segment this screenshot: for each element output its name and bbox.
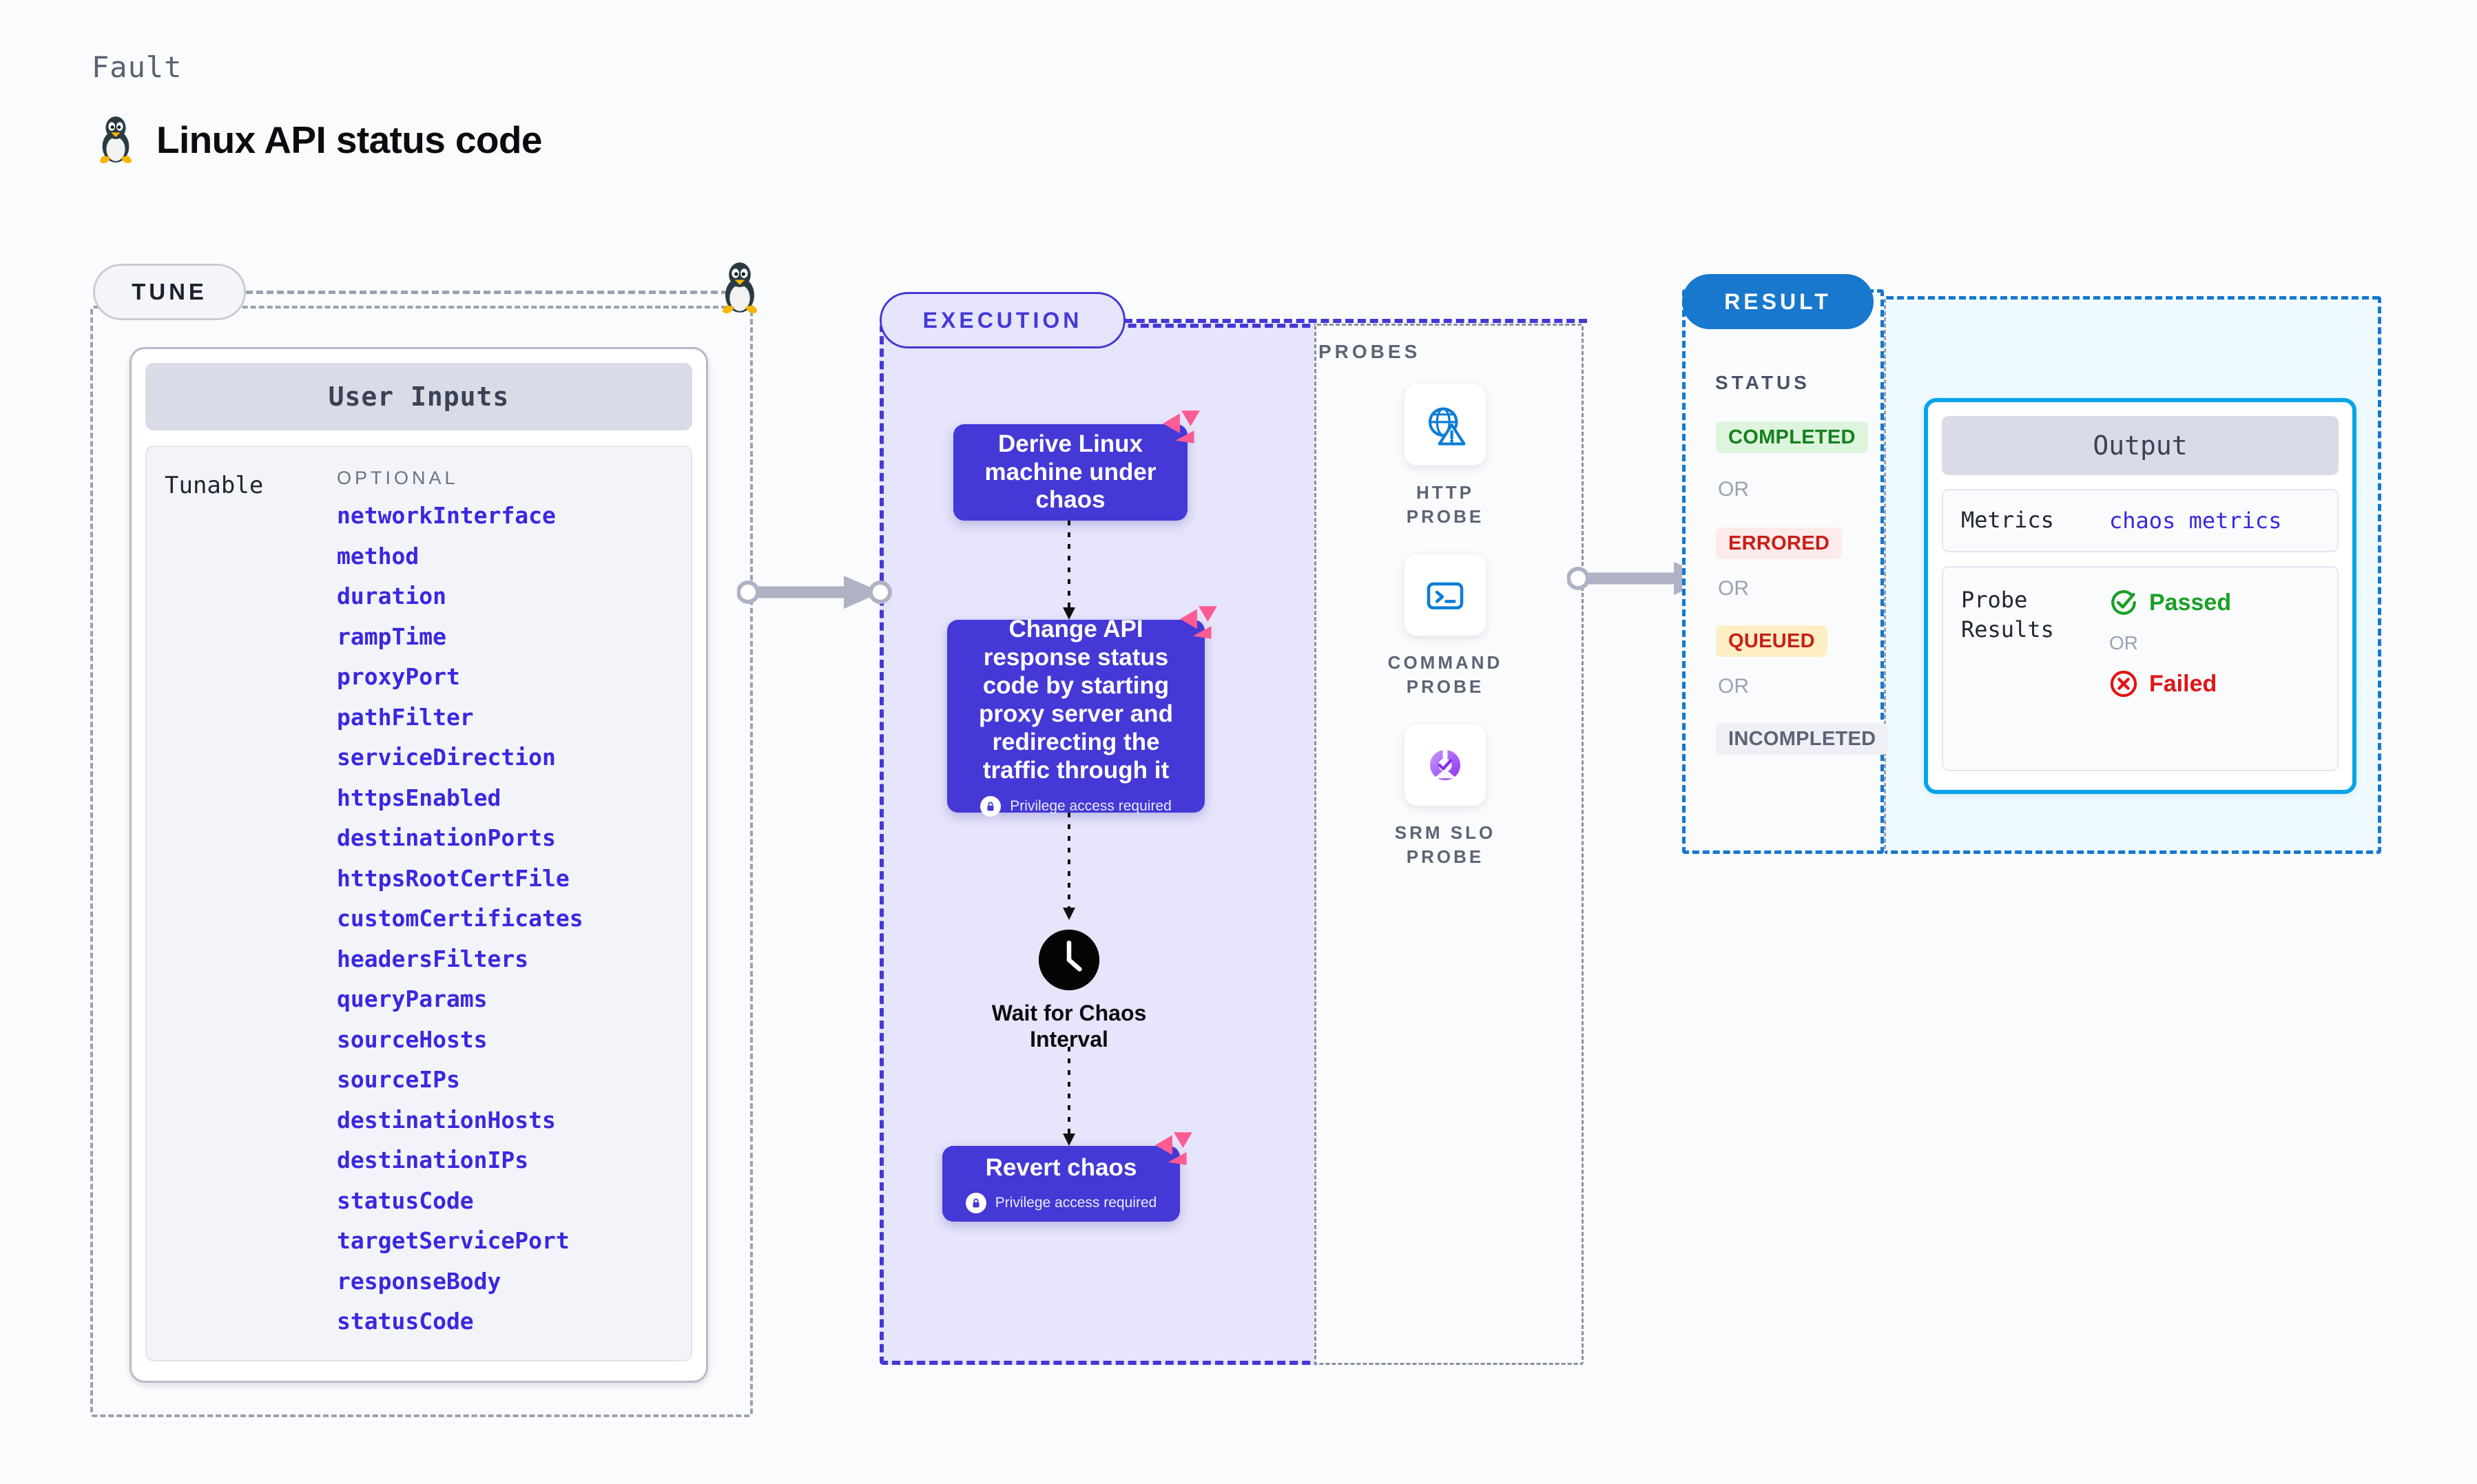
connector-tune-execution: [737, 576, 892, 609]
probe-result-failed: Failed: [2109, 669, 2231, 698]
status-title: STATUS: [1715, 372, 1810, 393]
optional-header: OPTIONAL: [337, 468, 459, 488]
param-item[interactable]: destinationPorts: [337, 824, 556, 851]
param-item[interactable]: httpsEnabled: [337, 784, 501, 811]
privilege-badge-text: Privilege access required: [995, 1195, 1157, 1211]
param-item[interactable]: customCertificates: [337, 905, 583, 932]
lock-icon: [965, 1193, 986, 1214]
status-badge-completed: COMPLETED: [1716, 421, 1868, 453]
execution-node-2-text: Change API response status code by start…: [978, 616, 1174, 784]
or-label-1: OR: [1718, 478, 1749, 501]
probe-http-label: HTTP PROBE: [1406, 482, 1484, 527]
check-circle-icon: [2111, 590, 2136, 615]
param-item[interactable]: queryParams: [337, 985, 488, 1012]
flow-arrow-3: [1063, 1047, 1075, 1146]
metrics-key: Metrics: [1961, 507, 2054, 534]
probe-srm-slo-label: SRM SLO PROBE: [1394, 822, 1496, 868]
execution-node-3-text: Revert chaos: [985, 1153, 1137, 1181]
failed-label: Failed: [2149, 670, 2217, 697]
output-card: Output Metrics chaos metrics Probe Resul…: [1924, 398, 2356, 794]
tune-connector-dash: [246, 291, 728, 294]
execution-node-3[interactable]: Revert chaos Privilege access required: [942, 1132, 1192, 1222]
fault-eyebrow: Fault: [92, 50, 183, 84]
param-item[interactable]: responseBody: [337, 1267, 501, 1295]
metrics-value[interactable]: chaos metrics: [2109, 508, 2282, 534]
or-label-2: OR: [1718, 577, 1749, 600]
execution-node-1[interactable]: Derive Linux machine under chaos: [953, 410, 1200, 521]
terminal-icon: [1427, 582, 1464, 609]
tunable-params-region: Tunable OPTIONAL networkInterface method d…: [145, 446, 692, 1361]
param-item[interactable]: destinationHosts: [337, 1106, 556, 1133]
tunable-label: Tunable: [165, 472, 264, 499]
user-inputs-card: User Inputs Tunable OPTIONAL networkInte…: [129, 347, 708, 1383]
execution-node-2[interactable]: Change API response status code by start…: [947, 606, 1217, 817]
execution-node-1-text: Derive Linux machine under chaos: [984, 430, 1157, 514]
page-title: Linux API status code: [94, 114, 543, 165]
output-card-title: Output: [1942, 416, 2339, 475]
linux-tux-icon: [100, 116, 132, 164]
tune-panel: [90, 306, 753, 1417]
param-item[interactable]: httpsRootCertFile: [337, 864, 570, 892]
probe-result-passed: Passed: [2109, 588, 2231, 617]
param-item[interactable]: pathFilter: [337, 703, 474, 731]
param-item[interactable]: duration: [337, 583, 446, 609]
probe-command-label: COMMAND PROBE: [1387, 652, 1503, 698]
chaos-experiment-marker-icon: [1163, 410, 1200, 443]
param-item[interactable]: destinationIPs: [337, 1147, 529, 1173]
probe-results-key: Probe Results: [1961, 587, 2054, 643]
flow-arrow-2: [1063, 813, 1075, 920]
status-badge-queued: QUEUED: [1716, 625, 1827, 657]
param-item[interactable]: statusCode: [337, 1187, 474, 1214]
privilege-badge: Privilege access required: [980, 795, 1172, 817]
probe-http-icon-box: [1405, 384, 1486, 466]
probe-srm-slo[interactable]: SRM SLO PROBE: [1376, 724, 1514, 869]
execution-pill[interactable]: EXECUTION: [880, 292, 1126, 348]
slo-donut-check-icon: [1430, 746, 1460, 780]
privilege-badge-text: Privilege access required: [1010, 797, 1172, 814]
probe-srm-slo-icon-box: [1405, 724, 1486, 806]
probes-title: PROBES: [1318, 341, 1421, 362]
privilege-badge: Privilege access required: [965, 1193, 1157, 1214]
flow-arrow-1: [1063, 521, 1075, 620]
globe-warning-icon: [1428, 407, 1466, 446]
probes-panel: [1314, 324, 1584, 1365]
param-item[interactable]: rampTime: [337, 623, 446, 650]
chaos-experiment-marker-icon: [1155, 1132, 1192, 1165]
result-pill[interactable]: RESULT: [1682, 274, 1874, 329]
result-panel: [1682, 289, 1884, 854]
param-item[interactable]: proxyPort: [337, 663, 460, 690]
param-item[interactable]: headersFilters: [337, 945, 529, 972]
param-item[interactable]: statusCode: [337, 1308, 474, 1335]
param-item[interactable]: sourceIPs: [337, 1066, 460, 1093]
probe-or-label: OR: [2109, 632, 2138, 654]
lock-icon: [980, 795, 1002, 817]
wait-clock-badge: [1037, 928, 1101, 992]
status-badge-errored: ERRORED: [1716, 527, 1843, 559]
chaos-experiment-marker-icon: [1180, 606, 1217, 639]
tune-pill[interactable]: TUNE: [93, 264, 246, 320]
param-list: OPTIONAL networkInterface method duration r…: [337, 468, 583, 1360]
probe-command[interactable]: COMMAND PROBE: [1376, 554, 1514, 699]
tune-tux-icon: [716, 260, 763, 315]
param-item[interactable]: serviceDirection: [337, 744, 556, 771]
clock-icon: [1038, 929, 1100, 991]
probe-command-icon-box: [1405, 554, 1486, 636]
page-title-text: Linux API status code: [156, 118, 543, 161]
user-inputs-title: User Inputs: [145, 363, 692, 430]
passed-label: Passed: [2149, 589, 2232, 616]
param-item[interactable]: targetServicePort: [337, 1227, 570, 1254]
probe-http[interactable]: HTTP PROBE: [1376, 384, 1514, 529]
or-label-3: OR: [1718, 675, 1749, 698]
param-item[interactable]: networkInterface: [337, 502, 556, 529]
param-item[interactable]: sourceHosts: [337, 1025, 488, 1053]
wait-step-label: Wait for Chaos Interval: [991, 1001, 1147, 1052]
param-item[interactable]: method: [337, 542, 419, 569]
output-metrics-row: Metrics chaos metrics: [1942, 489, 2339, 552]
execution-connector-dash: [1124, 319, 1587, 323]
status-badge-incompleted: INCOMPLETED: [1716, 723, 1889, 755]
output-probe-results-row: Probe Results Passed OR Faile: [1942, 566, 2339, 771]
x-circle-icon: [2110, 670, 2137, 698]
